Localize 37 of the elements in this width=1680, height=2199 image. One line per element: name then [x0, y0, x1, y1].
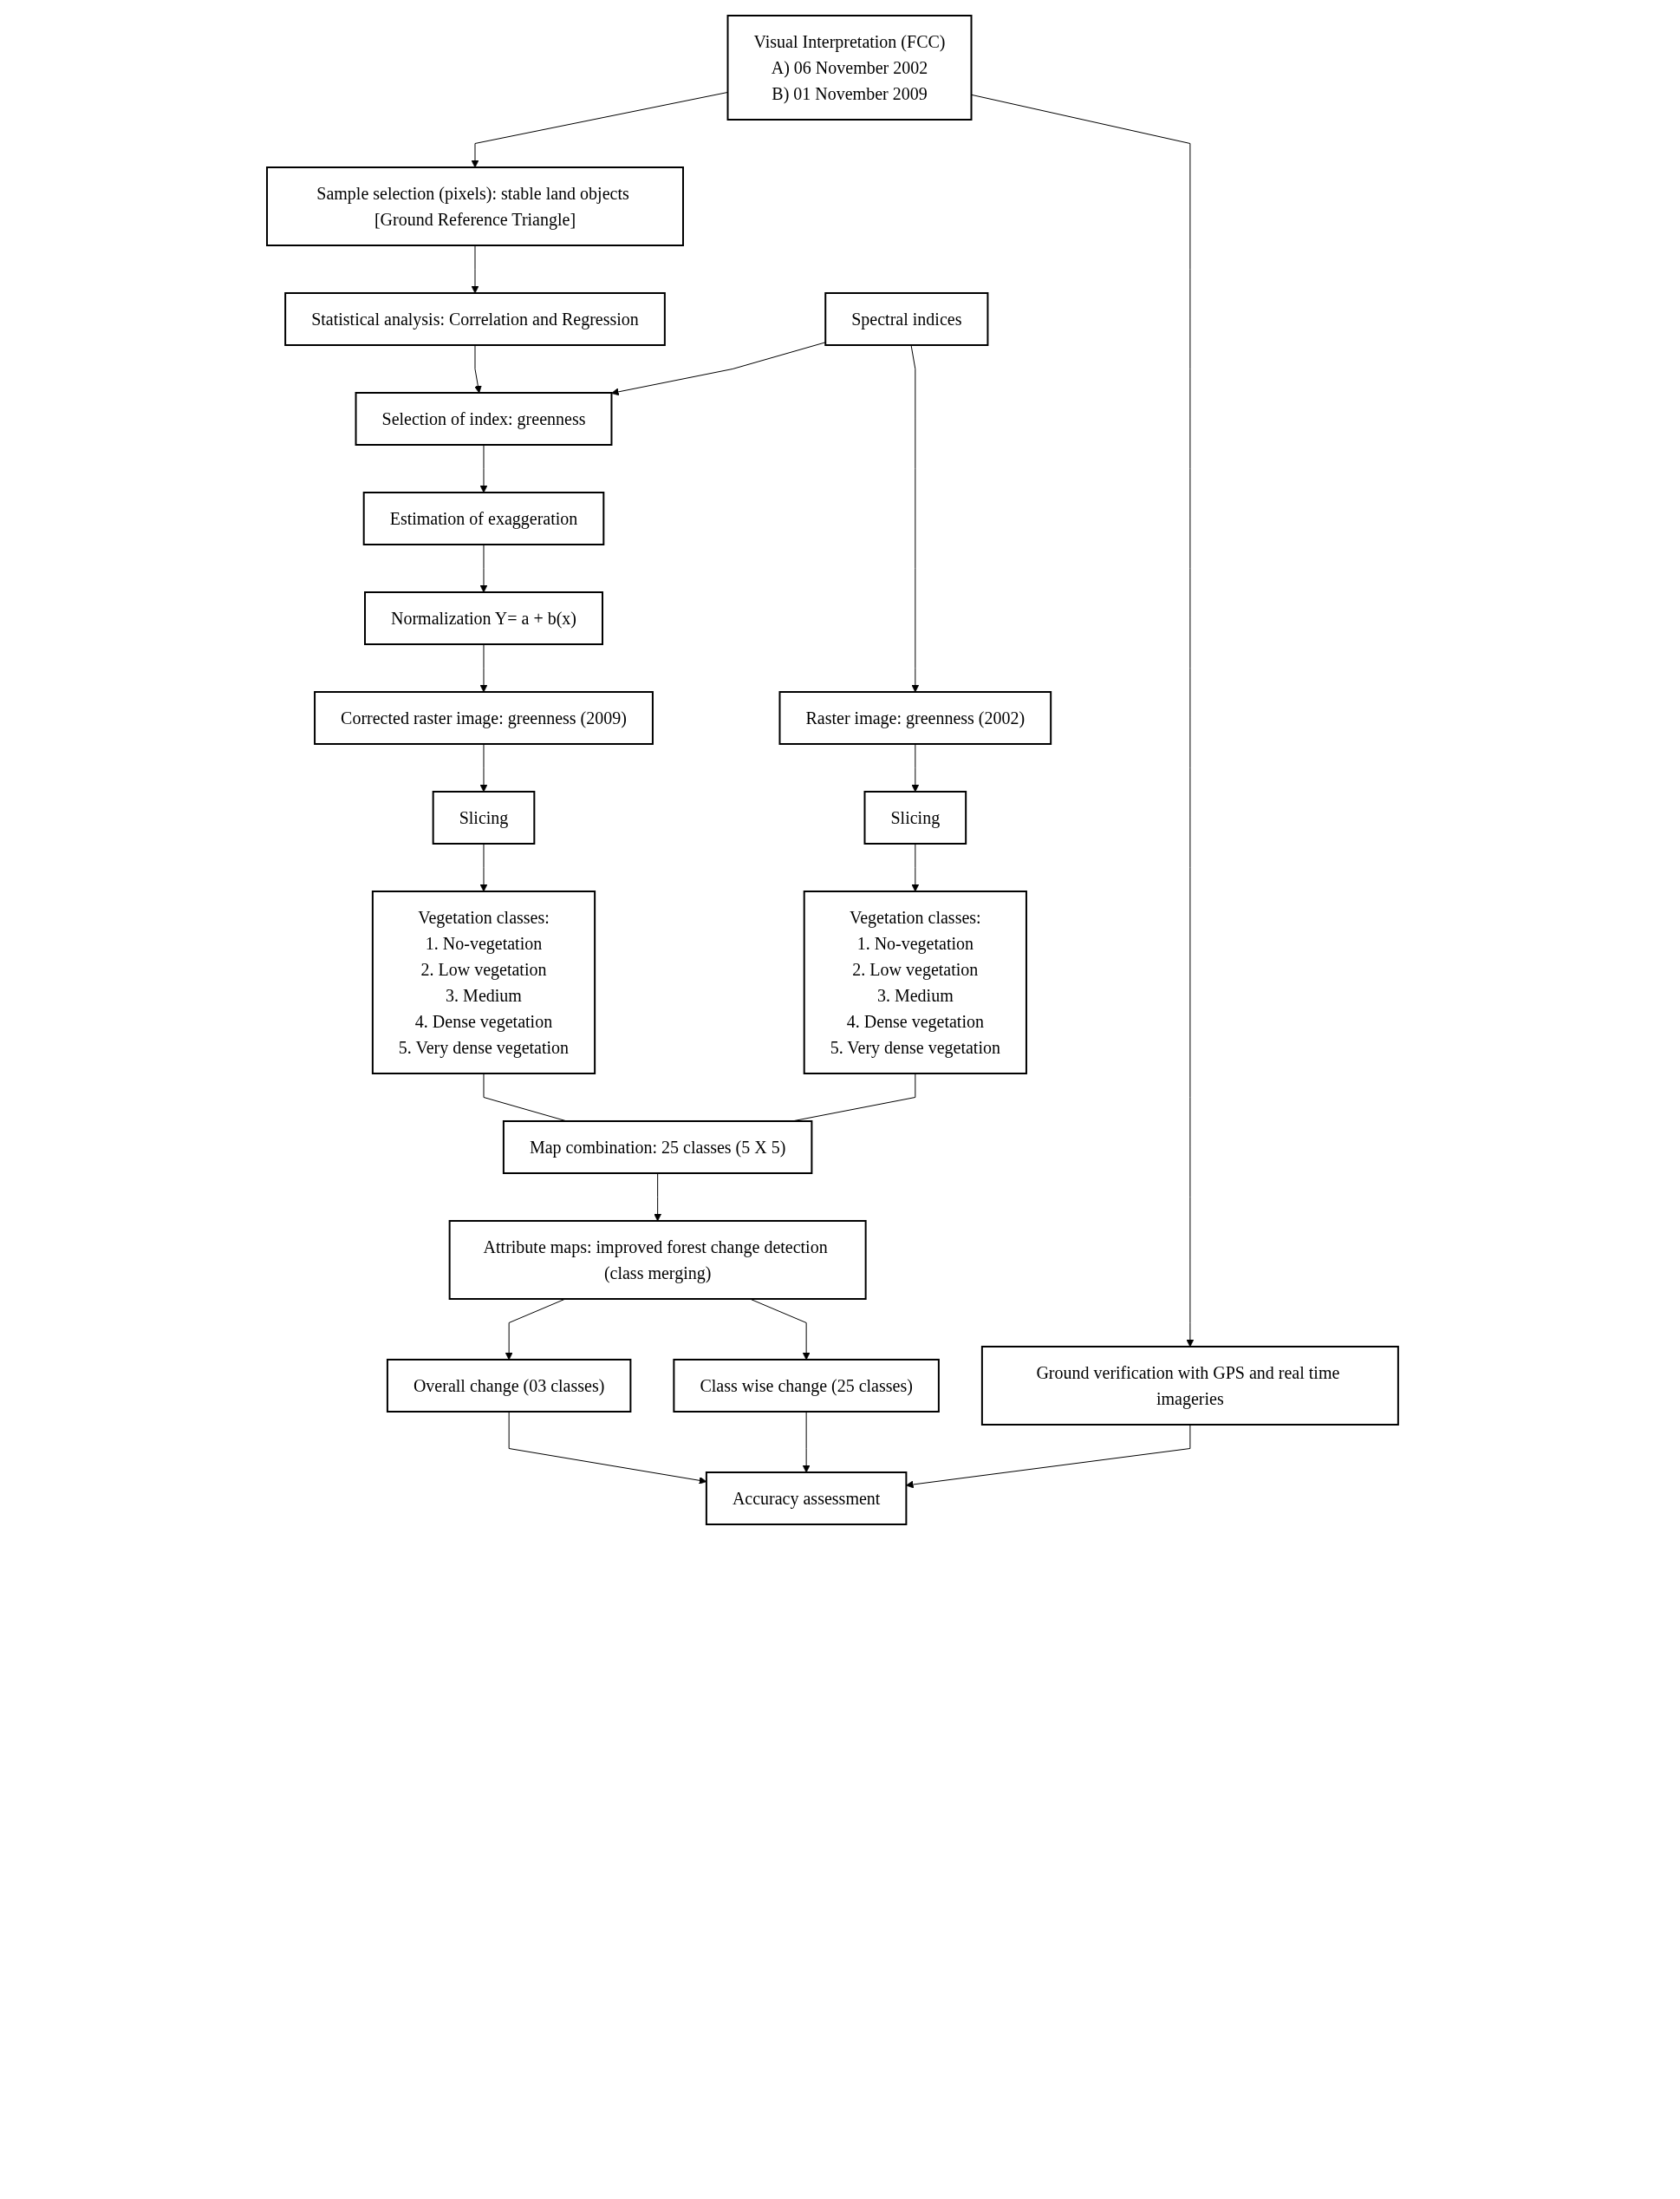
arrow: [610, 342, 826, 396]
arrow: [471, 245, 479, 294]
arrow: [473, 344, 482, 394]
arrow: [911, 743, 919, 793]
node-box: Map combination: 25 classes (5 X 5): [502, 1120, 812, 1174]
node-box: Slicing: [863, 791, 967, 845]
arrow: [653, 1172, 661, 1222]
arrow: [505, 1298, 566, 1361]
arrow: [479, 843, 487, 892]
arrow: [479, 544, 487, 593]
node-box: Raster image: greenness (2002): [778, 691, 1052, 745]
arrow: [479, 643, 487, 693]
arrow: [905, 1424, 1190, 1489]
arrow: [911, 843, 919, 892]
arrow: [910, 344, 919, 693]
arrow: [479, 444, 487, 493]
node-box: Estimation of exaggeration: [362, 492, 604, 545]
node-box: Slicing: [432, 791, 535, 845]
node-box: Accuracy assessment: [705, 1471, 907, 1525]
arrow: [471, 91, 728, 168]
node-box: Ground verification with GPS and real time imageries: [980, 1346, 1399, 1426]
node-box: Overall change (03 classes): [386, 1359, 631, 1413]
node-box: Visual Interpretation (FCC) A) 06 November 2002 B) 01 November 2009: [726, 15, 973, 121]
node-box: Vegetation classes: 1. No-vegetation 2. Low vegetation 3. Medium 4. Dense vegetation 5. Very dense vegetation: [371, 891, 596, 1074]
node-box: Attribute maps: improved forest change detection (class merging): [448, 1220, 867, 1300]
node-box: Spectral indices: [824, 292, 988, 346]
node-box: Corrected raster image: greenness (2009): [313, 691, 654, 745]
arrow: [508, 1411, 707, 1484]
node-box: Class wise change (25 classes): [672, 1359, 940, 1413]
arrow: [802, 1411, 811, 1473]
node-box: Sample selection (pixels): stable land objects [Ground Reference Triangle]: [265, 166, 684, 246]
node-box: Vegetation classes: 1. No-vegetation 2. Low vegetation 3. Medium 4. Dense vegetation 5. Very dense vegetation: [803, 891, 1027, 1074]
node-box: Selection of index: greenness: [355, 392, 613, 446]
arrow: [749, 1298, 811, 1361]
arrow: [479, 743, 487, 793]
node-box: Statistical analysis: Correlation and Regression: [283, 292, 666, 346]
node-box: Normalization Y= a + b(x): [363, 591, 603, 645]
